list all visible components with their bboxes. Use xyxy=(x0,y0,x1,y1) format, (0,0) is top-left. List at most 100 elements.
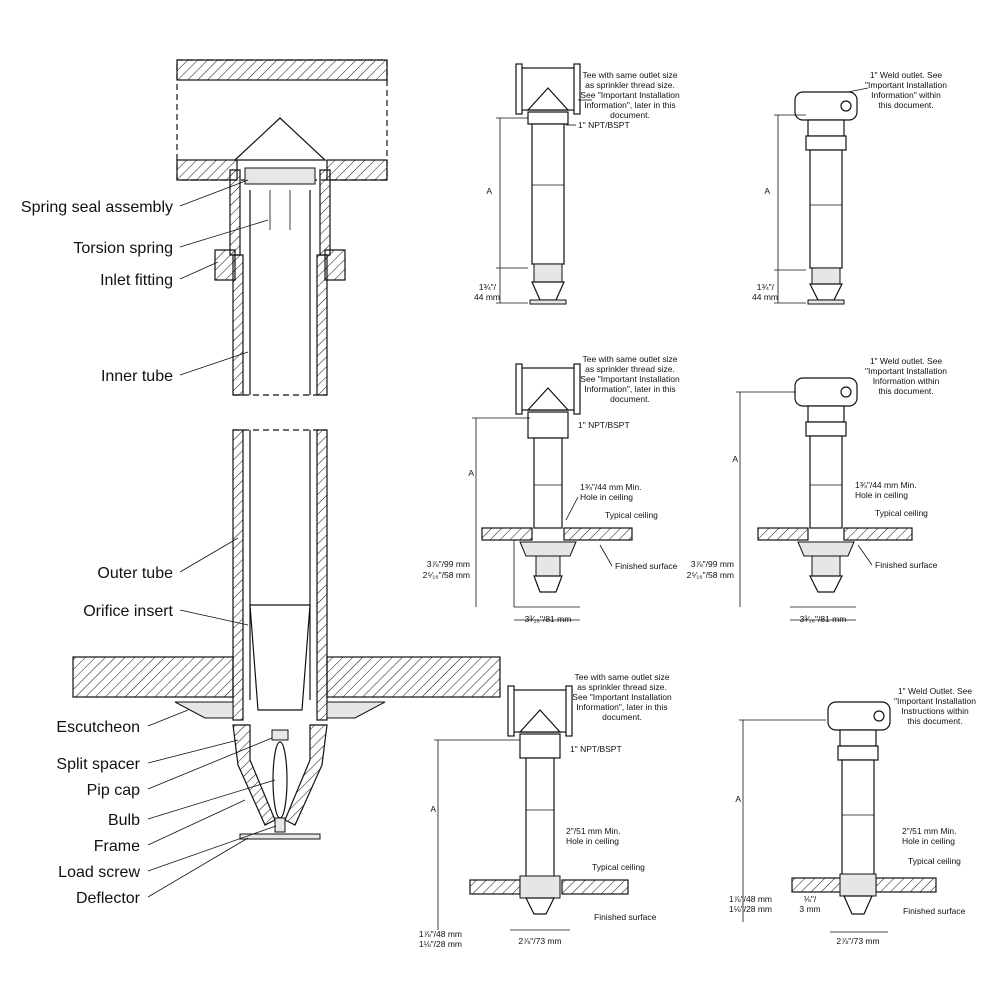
weld-view-3-text: 1" Weld Outlet. See "Important Installat… xyxy=(729,686,976,946)
svg-text:Information", later in this: Information", later in this xyxy=(584,384,675,394)
svg-text:1¾"/44 mm Min.: 1¾"/44 mm Min. xyxy=(580,482,642,492)
label-inlet-fitting: Inlet fitting xyxy=(100,272,173,289)
svg-text:Typical ceiling: Typical ceiling xyxy=(908,856,961,866)
inlet-left-wall xyxy=(229,169,241,256)
svg-text:Hole in ceiling: Hole in ceiling xyxy=(566,836,619,846)
label-load-screw: Load screw xyxy=(58,864,140,881)
svg-text:document.: document. xyxy=(610,110,650,120)
inlet-right-wall xyxy=(319,169,331,256)
svg-text:1" NPT/BSPT: 1" NPT/BSPT xyxy=(578,120,630,130)
svg-text:Finished surface: Finished surface xyxy=(594,912,657,922)
svg-text:2⅞"/73 mm: 2⅞"/73 mm xyxy=(836,936,879,946)
svg-text:Information", later in this: Information", later in this xyxy=(584,100,675,110)
inlet-nut-right xyxy=(324,249,346,281)
svg-text:1" Weld outlet. See: 1" Weld outlet. See xyxy=(870,356,943,366)
svg-text:as sprinkler thread size.: as sprinkler thread size. xyxy=(585,80,675,90)
escutcheon-right xyxy=(326,701,386,719)
outer-tube-right-upper xyxy=(316,254,328,396)
svg-text:this document.: this document. xyxy=(878,100,933,110)
weld-view-2 xyxy=(736,377,913,621)
svg-text:3³⁄₁₆"/81 mm: 3³⁄₁₆"/81 mm xyxy=(800,614,847,624)
escutcheon-left xyxy=(174,701,234,719)
svg-text:A: A xyxy=(735,794,741,804)
svg-text:document.: document. xyxy=(610,394,650,404)
svg-text:Typical ceiling: Typical ceiling xyxy=(592,862,645,872)
svg-text:See "Important Installation: See "Important Installation xyxy=(580,90,680,100)
svg-text:Tee with same outlet size: Tee with same outlet size xyxy=(583,354,678,364)
label-split-spacer: Split spacer xyxy=(56,756,140,773)
svg-text:1" Weld outlet. See: 1" Weld outlet. See xyxy=(870,70,943,80)
label-spring-seal-assembly: Spring seal assembly xyxy=(21,199,173,216)
svg-text:"Important Installation: "Important Installation xyxy=(894,696,976,706)
svg-text:this document.: this document. xyxy=(878,386,933,396)
svg-text:1⅛"/28 mm: 1⅛"/28 mm xyxy=(419,939,462,949)
svg-text:3⅞"/99 mm: 3⅞"/99 mm xyxy=(691,559,734,569)
frame-right xyxy=(284,724,328,826)
svg-text:document.: document. xyxy=(602,712,642,722)
svg-text:3³⁄₁₆"/81 mm: 3³⁄₁₆"/81 mm xyxy=(525,614,572,624)
pipe-top-wall xyxy=(176,59,388,81)
svg-text:Finished surface: Finished surface xyxy=(903,906,966,916)
svg-text:3 mm: 3 mm xyxy=(799,904,820,914)
svg-text:2⁵⁄₁₆"/58 mm: 2⁵⁄₁₆"/58 mm xyxy=(423,570,470,580)
svg-text:1" NPT/BSPT: 1" NPT/BSPT xyxy=(578,420,630,430)
svg-text:as sprinkler thread size.: as sprinkler thread size. xyxy=(577,682,667,692)
svg-text:Typical ceiling: Typical ceiling xyxy=(605,510,658,520)
svg-text:Information", later in this: Information", later in this xyxy=(576,702,667,712)
svg-text:A: A xyxy=(732,454,738,464)
deflector xyxy=(239,833,321,840)
label-bulb: Bulb xyxy=(108,812,140,829)
weld-view-1 xyxy=(774,91,858,305)
svg-text:1" Weld Outlet. See: 1" Weld Outlet. See xyxy=(898,686,972,696)
svg-text:2"/51 mm Min.: 2"/51 mm Min. xyxy=(902,826,957,836)
inlet-nut-left xyxy=(214,249,236,281)
svg-text:Tee with same outlet size: Tee with same outlet size xyxy=(575,672,670,682)
outer-tube-left-lower xyxy=(232,429,244,721)
main-labels: Spring seal assembly Torsion spring Inle… xyxy=(21,199,174,907)
tee-view-2-text: Tee with same outlet size as sprinkler t… xyxy=(423,354,680,624)
svg-text:"Important Installation: "Important Installation xyxy=(865,80,947,90)
svg-text:See "Important Installation: See "Important Installation xyxy=(572,692,672,702)
pip-cap xyxy=(271,729,289,741)
svg-text:1¾"/: 1¾"/ xyxy=(479,282,497,292)
pipe-bottom-wall-right xyxy=(326,159,388,181)
main-cutaway-section xyxy=(72,59,501,840)
svg-text:Hole in ceiling: Hole in ceiling xyxy=(902,836,955,846)
label-escutcheon: Escutcheon xyxy=(56,719,140,736)
svg-text:1⅛"/28 mm: 1⅛"/28 mm xyxy=(729,904,772,914)
load-screw xyxy=(274,817,286,833)
svg-text:3⅞"/99 mm: 3⅞"/99 mm xyxy=(427,559,470,569)
ceiling-slab-left xyxy=(72,656,234,698)
label-torsion-spring: Torsion spring xyxy=(73,240,173,257)
cone-cap xyxy=(233,117,327,161)
svg-text:⅛"/: ⅛"/ xyxy=(804,894,817,904)
svg-text:"Important Installation: "Important Installation xyxy=(865,366,947,376)
svg-text:Finished surface: Finished surface xyxy=(875,560,938,570)
svg-text:1" NPT/BSPT: 1" NPT/BSPT xyxy=(570,744,622,754)
svg-text:44 mm: 44 mm xyxy=(474,292,500,302)
orifice-insert xyxy=(249,604,311,711)
svg-text:2⅞"/73 mm: 2⅞"/73 mm xyxy=(518,936,561,946)
svg-text:this document.: this document. xyxy=(907,716,962,726)
svg-text:as sprinkler thread size.: as sprinkler thread size. xyxy=(585,364,675,374)
svg-text:Hole in ceiling: Hole in ceiling xyxy=(580,492,633,502)
svg-text:44 mm: 44 mm xyxy=(752,292,778,302)
label-pip-cap: Pip cap xyxy=(87,782,140,799)
svg-text:Finished surface: Finished surface xyxy=(615,561,678,571)
label-orifice-insert: Orifice insert xyxy=(83,603,173,620)
tee-view-3-text: Tee with same outlet size as sprinkler t… xyxy=(419,672,672,949)
bulb xyxy=(272,741,288,819)
svg-text:1⅞"/48 mm: 1⅞"/48 mm xyxy=(729,894,772,904)
svg-text:2"/51 mm Min.: 2"/51 mm Min. xyxy=(566,826,621,836)
tee-view-3 xyxy=(434,685,629,931)
label-inner-tube: Inner tube xyxy=(101,368,173,385)
svg-text:Typical ceiling: Typical ceiling xyxy=(875,508,928,518)
tee-view-1 xyxy=(496,63,581,305)
svg-text:Instructions within: Instructions within xyxy=(901,706,969,716)
pipe-bottom-wall-left xyxy=(176,159,238,181)
tee-view-2 xyxy=(472,363,633,621)
svg-text:Information" within: Information" within xyxy=(871,90,941,100)
tee-view-1-text: Tee with same outlet size as sprinkler t… xyxy=(474,70,680,302)
